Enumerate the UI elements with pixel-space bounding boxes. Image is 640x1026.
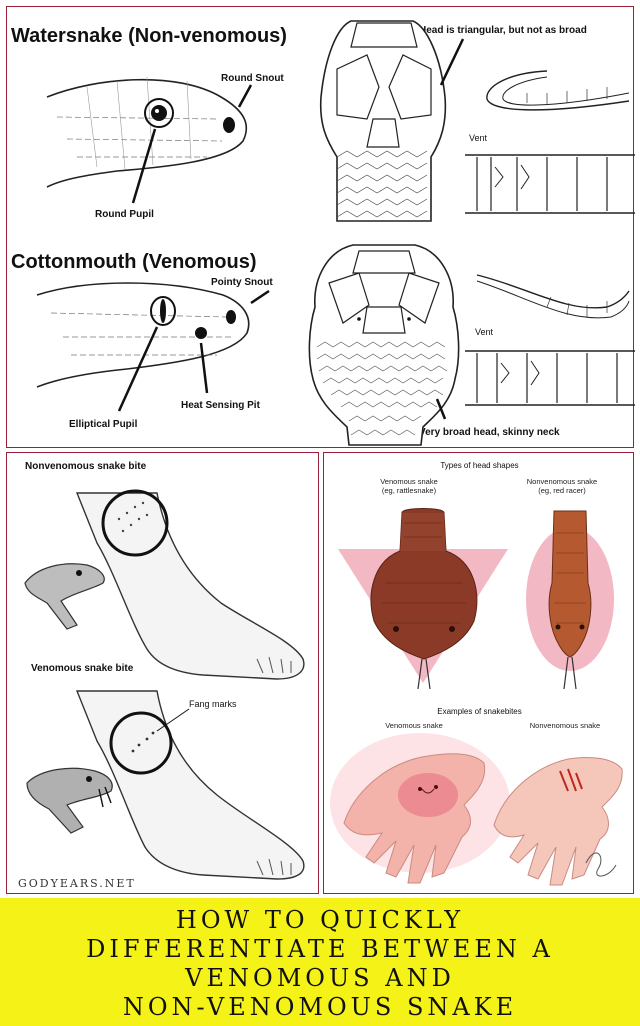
- vent-label-2: Vent: [475, 327, 494, 337]
- round-snout-label: Round Snout: [221, 73, 284, 84]
- venomous-bite-heading: Venomous snake bite: [31, 663, 134, 674]
- infographic-frame: Watersnake (Non-venomous) Round Snout Ro…: [0, 0, 640, 898]
- venomous-hand-label: Venomous snake: [385, 721, 443, 730]
- head-triangular-note: Head is triangular, but not as broad: [419, 25, 587, 36]
- watersnake-side-head-illustration: [36, 20, 635, 446]
- vent-label-1: Vent: [469, 133, 488, 143]
- infographic-title: HOW TO QUICKLY DIFFERENTIATE BETWEEN A V…: [0, 906, 640, 1022]
- snakebite-examples-heading: Examples of snakebites: [437, 707, 522, 716]
- fang-marks-label: Fang marks: [189, 699, 237, 709]
- nonvenomous-bite-heading: Nonvenomous snake bite: [25, 461, 147, 472]
- broad-head-note: Very broad head, skinny neck: [419, 427, 560, 438]
- round-pupil-label: Round Pupil: [95, 209, 154, 220]
- nonvenomous-hand-label: Nonvenomous snake: [529, 721, 601, 730]
- head-shapes-heading: Types of head shapes: [440, 461, 519, 470]
- heat-sensing-pit-label: Heat Sensing Pit: [181, 400, 260, 411]
- nonvenomous-head-label: Nonvenomous snake (eg, red racer): [526, 477, 598, 495]
- title-line-4: NON-VENOMOUS SNAKE: [122, 993, 518, 1021]
- venomous-head-label: Venomous snake (eg, rattlesnake): [380, 477, 438, 495]
- head-shapes-and-hands-illustration: [330, 508, 623, 886]
- snake-bite-leg-illustrations: [24, 489, 305, 880]
- cottonmouth-heading: Cottonmouth (Venomous): [11, 251, 257, 273]
- pointy-snout-label: Pointy Snout: [211, 277, 273, 288]
- watersnake-heading: Watersnake (Non-venomous): [11, 25, 287, 47]
- snake-bite-legs-panel: Nonvenomous snake bite Venomous snake bi…: [6, 452, 319, 894]
- watermark: GODYEARS.NET: [18, 877, 136, 890]
- title-line-2: DIFFERENTIATE BETWEEN A: [86, 935, 554, 963]
- head-shapes-hands-panel: Types of head shapes Venomous snake (eg,…: [323, 452, 634, 894]
- head-comparison-panel: Watersnake (Non-venomous) Round Snout Ro…: [6, 6, 635, 448]
- title-line-1: HOW TO QUICKLY: [175, 906, 465, 934]
- title-line-3: VENOMOUS AND: [185, 964, 455, 992]
- elliptical-pupil-label: Elliptical Pupil: [69, 419, 138, 430]
